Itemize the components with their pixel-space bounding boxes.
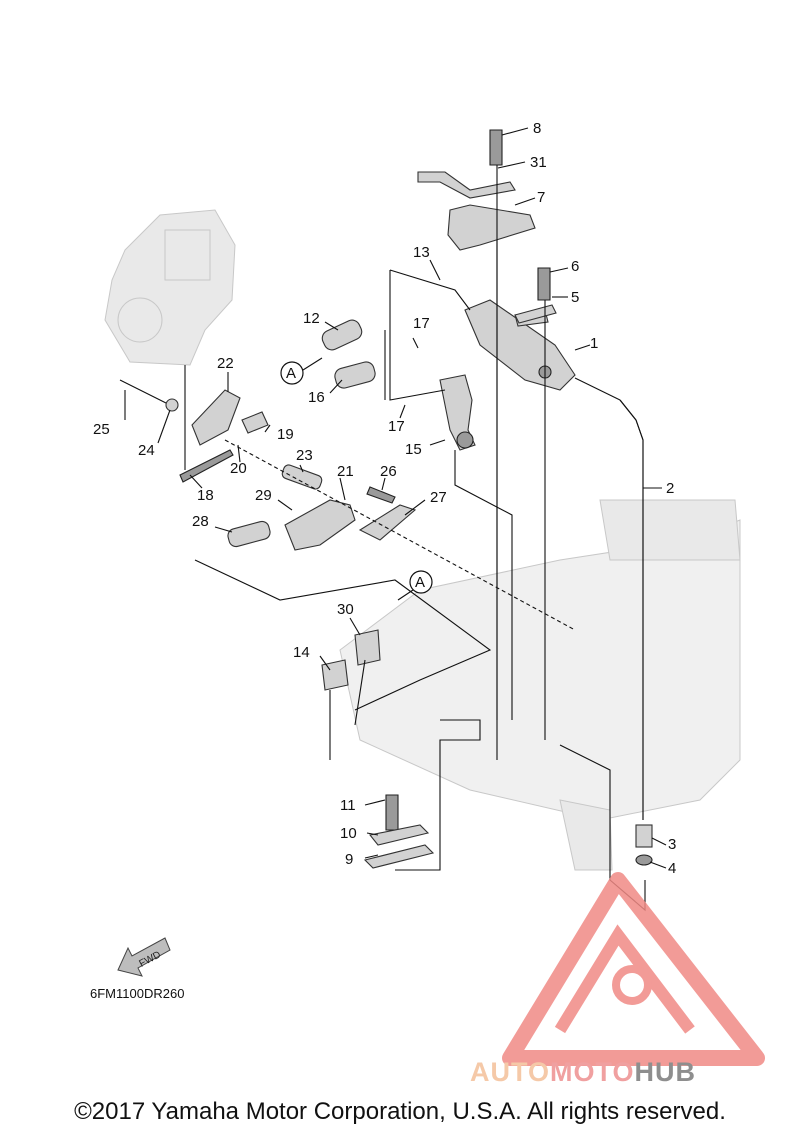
- watermark-text: AUTOMOTOHUB: [470, 1057, 696, 1088]
- callout-18: 18: [197, 487, 214, 504]
- callout-29: 29: [255, 487, 272, 504]
- callout-26: 26: [380, 463, 397, 480]
- bracket-9-10-11: [363, 794, 435, 869]
- callout-8: 8: [533, 120, 541, 137]
- callout-30: 30: [337, 601, 354, 618]
- part-28: [227, 520, 271, 548]
- bolt-6: [537, 267, 551, 301]
- callout-1: 1: [590, 335, 598, 352]
- callout-2: 2: [666, 480, 674, 497]
- callout-11: 11: [340, 797, 356, 814]
- callout-31: 31: [530, 154, 547, 171]
- clip-30: [354, 629, 381, 666]
- part-23: [281, 464, 323, 490]
- callout-25: 25: [93, 421, 110, 438]
- watermark-part-hub: HUB: [634, 1057, 697, 1087]
- callout-10: 10: [340, 825, 357, 842]
- callout-21: 21: [337, 463, 354, 480]
- callout-19: 19: [277, 426, 294, 443]
- lever-15: [439, 374, 476, 451]
- diagram-code: 6FM1100DR260: [90, 986, 185, 1001]
- callout-17a: 17: [413, 315, 430, 332]
- copyright-notice: ©2017 Yamaha Motor Corporation, U.S.A. A…: [74, 1098, 726, 1125]
- callout-5: 5: [571, 289, 579, 306]
- callout-12: 12: [303, 310, 320, 327]
- callout-27: 27: [430, 489, 447, 506]
- ref-marker-a-bottom: A: [397, 570, 433, 601]
- callout-3: 3: [668, 836, 676, 853]
- part-27: [358, 504, 417, 541]
- callout-leaders: [124, 127, 667, 869]
- part-4: [635, 854, 653, 866]
- bracket-7: [417, 171, 536, 251]
- watermark-logo-icon: [502, 872, 765, 1066]
- callout-23: 23: [296, 447, 313, 464]
- callout-15: 15: [405, 441, 422, 458]
- callout-22: 22: [217, 355, 234, 372]
- bolt-25: [119, 379, 171, 406]
- ref-marker-a-top: A: [280, 357, 323, 385]
- svg-text:A: A: [286, 365, 296, 382]
- callout-16: 16: [308, 389, 325, 406]
- callout-20: 20: [230, 460, 247, 477]
- part-21: [284, 499, 356, 551]
- bolt-8: [489, 129, 503, 166]
- callout-7: 7: [537, 189, 545, 206]
- ghost-lower-cowling: [339, 499, 741, 871]
- callout-4: 4: [668, 860, 676, 877]
- part-5: [514, 304, 557, 324]
- callout-labels: 1 2 3 4 5 6 7 8 9 10 11 12 13 14 15 16 1…: [93, 120, 676, 877]
- watermark-part-moto: MOTO: [550, 1057, 635, 1087]
- washer-24: [165, 398, 179, 412]
- callout-17b: 17: [388, 418, 405, 435]
- callout-6: 6: [571, 258, 579, 275]
- shift-rod: [619, 399, 644, 820]
- watermark-part-auto: AUTO: [470, 1057, 551, 1087]
- bolt-26: [366, 486, 396, 504]
- callout-28: 28: [192, 513, 209, 530]
- callout-14: 14: [293, 644, 310, 661]
- fwd-arrow-icon: FWD: [117, 937, 171, 977]
- callout-9: 9: [345, 851, 353, 868]
- svg-text:A: A: [415, 574, 425, 591]
- callout-24: 24: [138, 442, 155, 459]
- part-3: [635, 824, 653, 848]
- lever-22-assembly: [179, 389, 269, 483]
- ghost-engine-block: [104, 209, 236, 366]
- part-16: [334, 361, 376, 389]
- callout-13: 13: [413, 244, 430, 261]
- part-12: [321, 319, 363, 351]
